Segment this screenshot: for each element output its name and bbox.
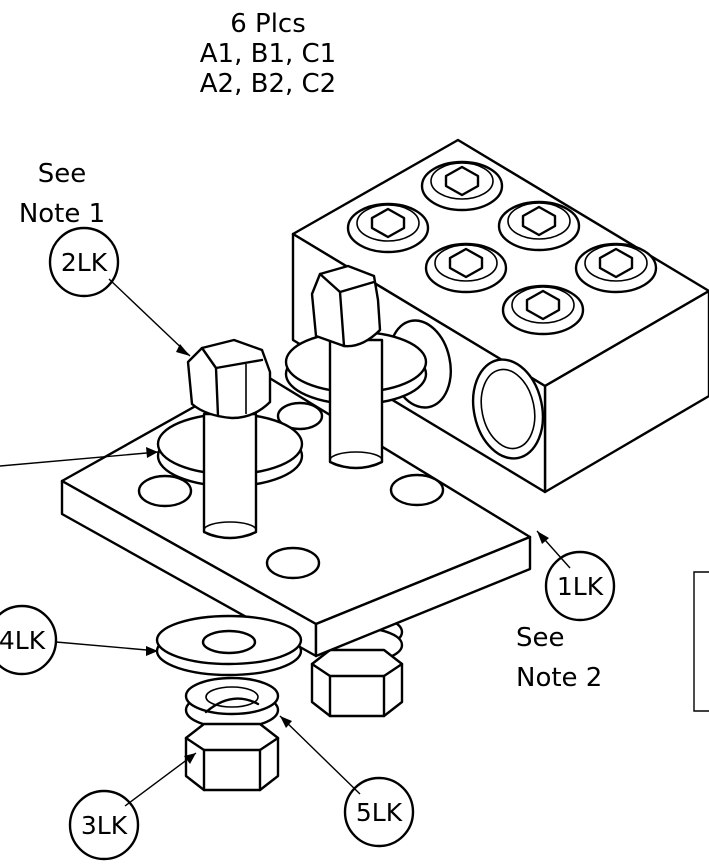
callout-4lk-label: 4LK (0, 626, 46, 655)
header-note-line-3: A2, B2, C2 (200, 69, 336, 99)
right-lower-nut (310, 648, 404, 718)
header-note-line-2: A1, B1, C1 (200, 39, 336, 69)
lock-washer (184, 676, 280, 730)
set-screw-c1 (574, 242, 658, 294)
plate-hole (389, 473, 445, 507)
partial-frame (693, 571, 709, 712)
right-bolt (284, 264, 428, 470)
set-screw-a2 (346, 202, 430, 254)
set-screw-b1 (497, 200, 581, 252)
callout-2lk: 2LK (48, 226, 120, 298)
see-note-1-line-1: See (38, 159, 87, 189)
callout-1lk: 1LK (544, 550, 616, 622)
callout-1lk-label: 1LK (557, 572, 604, 601)
see-note-1-line-2: Note 1 (19, 199, 105, 229)
callout-5lk: 5LK (343, 776, 415, 848)
callout-3lk: 3LK (68, 789, 140, 861)
callout-2lk-label: 2LK (61, 248, 108, 277)
set-screw-a1 (420, 160, 504, 212)
callout-3lk-label: 3LK (81, 811, 128, 840)
callout-5lk-label: 5LK (356, 798, 403, 827)
see-note-1: See Note 1 (19, 159, 105, 229)
flat-washer (155, 614, 303, 677)
left-bolt (156, 338, 304, 540)
see-note-2-line-1: See (516, 623, 565, 653)
plate-hole (276, 401, 324, 431)
header-note-line-1: 6 Plcs (230, 9, 306, 39)
see-note-2: See Note 2 (516, 623, 602, 693)
left-lower-nut (184, 722, 280, 792)
see-note-2-line-2: Note 2 (516, 663, 602, 693)
header-note: 6 Plcs A1, B1, C1 A2, B2, C2 (200, 9, 336, 99)
callout-4lk: 4LK (0, 604, 58, 676)
set-screw-c2 (501, 284, 585, 336)
set-screw-b2 (424, 242, 508, 294)
plate-hole (137, 474, 193, 508)
plate-hole (265, 546, 321, 580)
leader-lines (0, 278, 571, 807)
